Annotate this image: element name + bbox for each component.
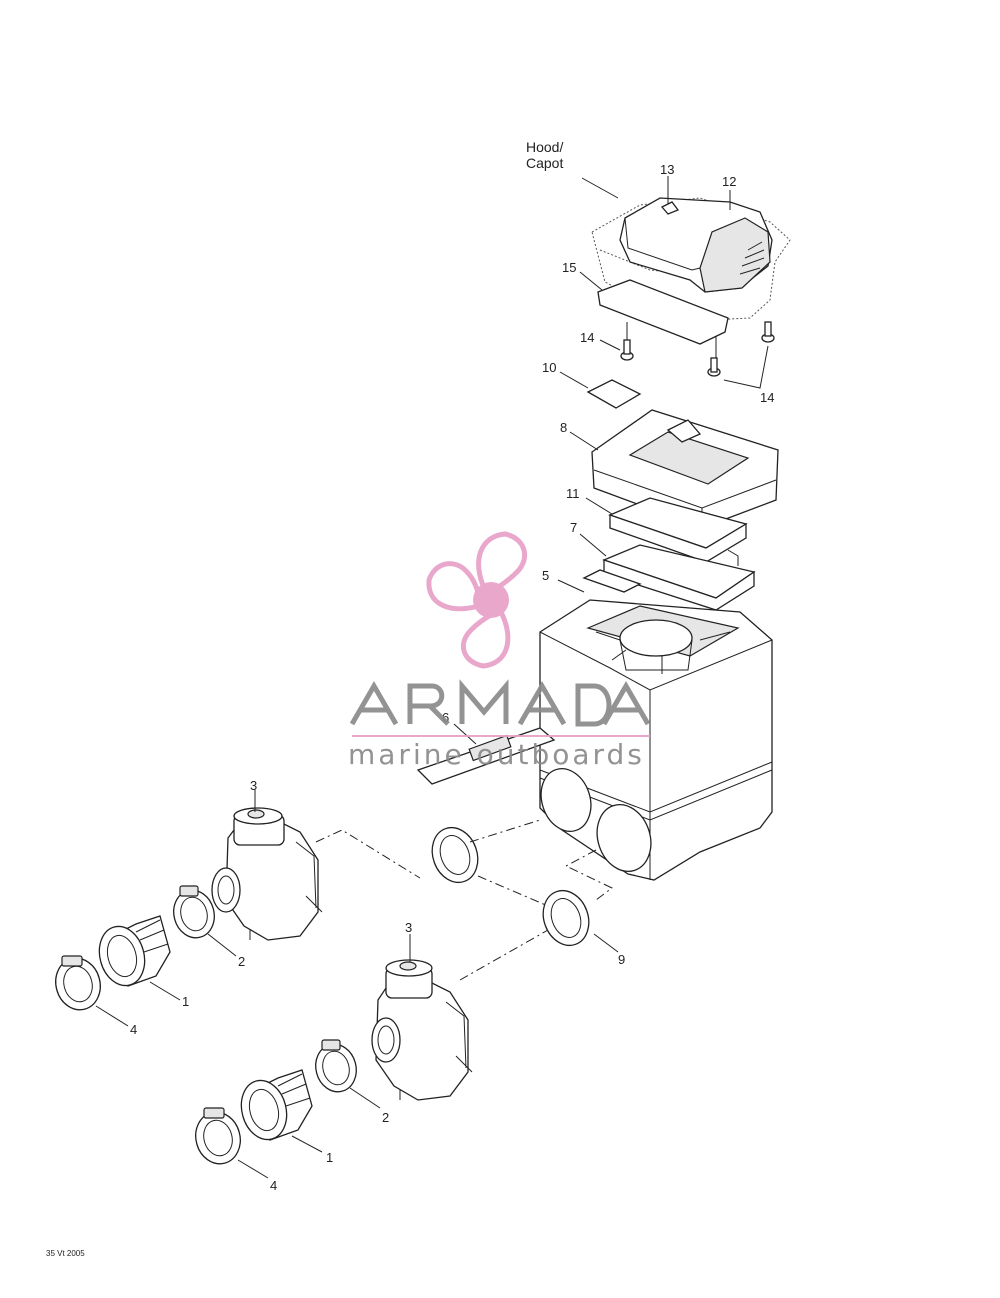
foam-filter-part-11 [608,497,748,563]
callout-9: 9 [618,952,625,967]
hood-label-line2: Capot [526,155,563,171]
hood-leader [581,177,619,199]
label-part-10 [586,379,642,409]
centerline-upper-2 [477,875,549,907]
intake-cover-part-12 [619,197,773,293]
centerline-upper-3 [469,819,541,843]
callout-7: 7 [570,520,577,535]
hood-outline [591,197,791,321]
callout-1a: 1 [182,994,189,1009]
air-box-housing [539,599,773,881]
leader-4a [95,1005,129,1027]
sleeve-part-1-lower [240,1069,313,1141]
callout-2b: 2 [382,1110,389,1125]
clamp-part-2-lower [315,1039,357,1093]
footer-code: 35 Vt 2005 [46,1249,85,1258]
callout-3a: 3 [250,778,257,793]
gasket-part-5 [582,569,642,593]
clamp-part-4-lower [195,1107,241,1165]
leader-14a [599,339,621,351]
callout-6: 6 [442,710,449,725]
callout-13: 13 [660,162,674,177]
leader-9 [593,933,619,953]
strip-part-6 [416,727,556,785]
callout-14a: 14 [580,330,594,345]
leader-15 [579,271,603,291]
callout-4b: 4 [270,1178,277,1193]
callout-4a: 4 [130,1022,137,1037]
screw-part-14-left [620,322,634,361]
clamp-part-2-upper [173,885,215,939]
carburetor-part-3-upper [211,807,323,941]
propeller-logo-icon [426,531,528,669]
leader-1b [291,1135,323,1153]
callout-14b: 14 [760,390,774,405]
leader-10 [559,371,589,389]
callout-11: 11 [566,486,580,501]
leader-14b [723,345,769,389]
leader-11 [585,497,613,515]
bracket-part-15 [597,279,729,345]
centerline-lower [459,929,549,981]
clamp-part-4-upper [55,955,101,1011]
armada-logo-wordmark [349,679,651,727]
callout-15: 15 [562,260,576,275]
callout-2a: 2 [238,954,245,969]
centerline-box [564,849,613,901]
leader-5 [557,579,585,593]
ring-part-9-lower [542,889,590,947]
plate-part-7 [602,544,756,611]
screw-part-14-right-low [707,336,721,377]
top-cover-part-8 [591,409,779,529]
armada-watermark: marine outboards [348,531,651,771]
callout-1b: 1 [326,1150,333,1165]
callout-8: 8 [560,420,567,435]
callout-12: 12 [722,174,736,189]
callout-10: 10 [542,360,556,375]
callout-5: 5 [542,568,549,583]
callout-3b: 3 [405,920,412,935]
leader-2b [349,1087,381,1109]
watermark-tagline: marine outboards [348,738,645,771]
leader-8 [569,431,599,451]
hood-label-line1: Hood/ [526,139,563,155]
sleeve-part-1-upper [98,915,171,987]
decal-part-13 [660,201,680,215]
centerline-upper [315,829,421,879]
leader-7 [579,533,607,557]
leader-4b [237,1159,269,1179]
leader-6 [453,723,477,745]
leader-2a [207,933,237,957]
carburetor-part-3-lower [371,959,473,1101]
screw-part-14-right-high [761,321,775,343]
ring-part-9-upper [431,826,479,884]
leader-1a [149,981,181,1001]
